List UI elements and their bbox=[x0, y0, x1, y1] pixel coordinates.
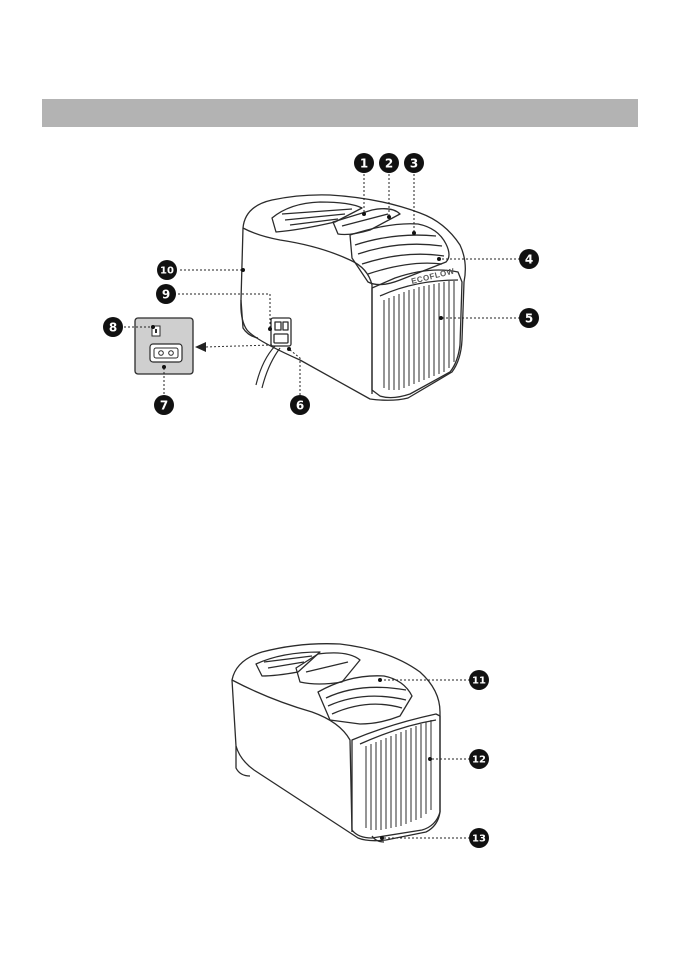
svg-text:2: 2 bbox=[385, 157, 393, 171]
unit-bottom-illustration bbox=[232, 644, 440, 842]
callout-5: 5 bbox=[519, 308, 539, 328]
svg-text:4: 4 bbox=[525, 253, 533, 267]
zoom-arrow-line bbox=[204, 345, 272, 347]
callout-4: 4 bbox=[519, 249, 539, 269]
callout-2: 2 bbox=[379, 153, 399, 173]
callout-10: 10 bbox=[157, 260, 177, 280]
svg-text:1: 1 bbox=[360, 157, 368, 171]
svg-text:5: 5 bbox=[525, 312, 533, 326]
callout-6: 6 bbox=[290, 395, 310, 415]
svg-text:10: 10 bbox=[160, 266, 174, 277]
callout-11: 11 bbox=[469, 670, 489, 690]
callout-1: 1 bbox=[354, 153, 374, 173]
callout-8: 8 bbox=[103, 317, 123, 337]
unit-top-illustration bbox=[241, 195, 465, 400]
svg-text:9: 9 bbox=[162, 288, 170, 302]
svg-text:8: 8 bbox=[109, 321, 117, 335]
svg-text:13: 13 bbox=[472, 834, 486, 845]
zoom-arrow-head bbox=[195, 342, 206, 352]
svg-text:11: 11 bbox=[472, 676, 486, 687]
callout-12: 12 bbox=[469, 749, 489, 769]
svg-text:3: 3 bbox=[410, 157, 418, 171]
callout-9: 9 bbox=[156, 284, 176, 304]
callout-13: 13 bbox=[469, 828, 489, 848]
svg-text:12: 12 bbox=[472, 755, 486, 766]
svg-text:6: 6 bbox=[296, 399, 304, 413]
callout-3: 3 bbox=[404, 153, 424, 173]
svg-text:7: 7 bbox=[160, 399, 168, 413]
callout-7: 7 bbox=[154, 395, 174, 415]
